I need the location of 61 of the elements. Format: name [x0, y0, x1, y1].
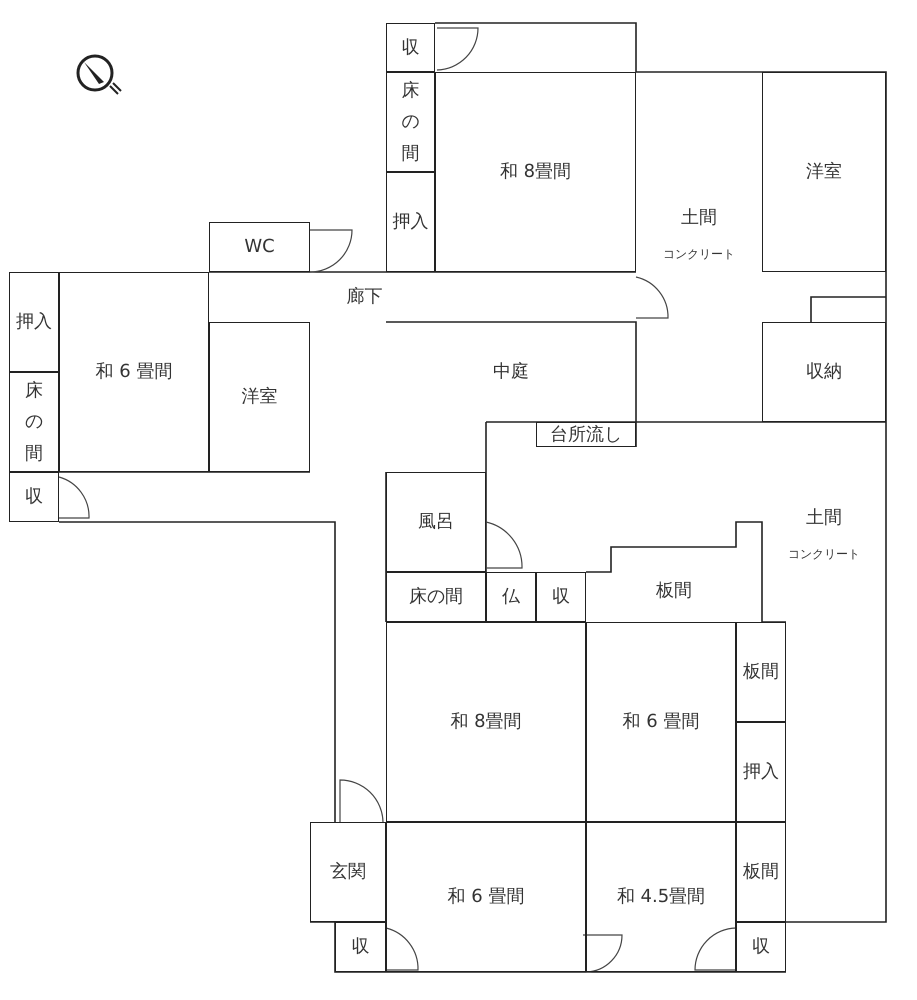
room-outline — [386, 172, 435, 272]
room-outline — [762, 72, 886, 272]
room-outline — [486, 572, 536, 622]
room-name: 和 8畳間 — [450, 711, 522, 733]
room-outline — [386, 622, 586, 822]
room-name: 和 8畳間 — [500, 161, 572, 183]
room-name: 風呂 — [418, 511, 454, 533]
room-outline — [9, 472, 59, 522]
room-name: WC — [244, 236, 275, 258]
floor-material-note: コンクリート — [788, 546, 860, 564]
room-outline — [435, 72, 636, 272]
room-outline — [9, 372, 59, 472]
room-outline — [536, 572, 586, 622]
room-name: 板間 — [743, 661, 779, 683]
room-outline — [386, 822, 586, 972]
room-name: 土間 — [681, 206, 717, 228]
room-outline — [736, 722, 786, 822]
room-outline — [386, 572, 486, 622]
room-outline — [386, 23, 435, 72]
room-outline — [736, 922, 786, 972]
room-outline — [736, 622, 786, 722]
room-name: 床の間 — [401, 78, 420, 166]
room-name: 収 — [552, 586, 570, 608]
room-name: 押入 — [16, 311, 52, 333]
room-name: 収 — [402, 36, 420, 58]
room-outline — [310, 822, 386, 922]
room-name: 洋室 — [806, 161, 842, 183]
room-name: 収 — [752, 936, 770, 958]
room-name: 仏 — [502, 586, 520, 608]
room-outline — [536, 422, 636, 447]
room-name: 板間 — [656, 580, 692, 602]
room-name: 廊下 — [346, 286, 382, 308]
room-outline — [209, 322, 310, 472]
room-name: 床の間 — [409, 586, 463, 608]
room-outline — [9, 272, 59, 372]
room-outline — [386, 72, 435, 172]
room-name: 台所流し — [550, 424, 622, 446]
room-name: 和 6 畳間 — [622, 711, 700, 733]
room-name: 洋室 — [242, 386, 278, 408]
room-outline — [762, 322, 886, 422]
room-name: 和 6 畳間 — [448, 886, 524, 908]
room-outline — [335, 922, 386, 972]
room-outline — [586, 622, 736, 822]
room-outline — [386, 472, 486, 572]
room-name: 収 — [352, 936, 370, 958]
room-outline — [736, 822, 786, 922]
room-name: 収 — [25, 486, 43, 508]
room-name: 玄関 — [330, 861, 366, 883]
room-outline — [209, 222, 310, 272]
room-name: 収納 — [806, 361, 842, 383]
room-outline — [59, 272, 209, 472]
room-outline — [586, 822, 736, 972]
floor-material-note: コンクリート — [663, 246, 735, 264]
room-name: 土間 — [806, 506, 842, 528]
room-name: 押入 — [392, 211, 428, 233]
room-name: 和 6 畳間 — [96, 361, 172, 383]
room-name: 和 4.5畳間 — [616, 886, 706, 908]
room-name: 中庭 — [493, 361, 529, 383]
room-name: 床の間 — [24, 378, 44, 466]
room-name: 押入 — [743, 761, 779, 783]
room-name: 板間 — [743, 861, 779, 883]
